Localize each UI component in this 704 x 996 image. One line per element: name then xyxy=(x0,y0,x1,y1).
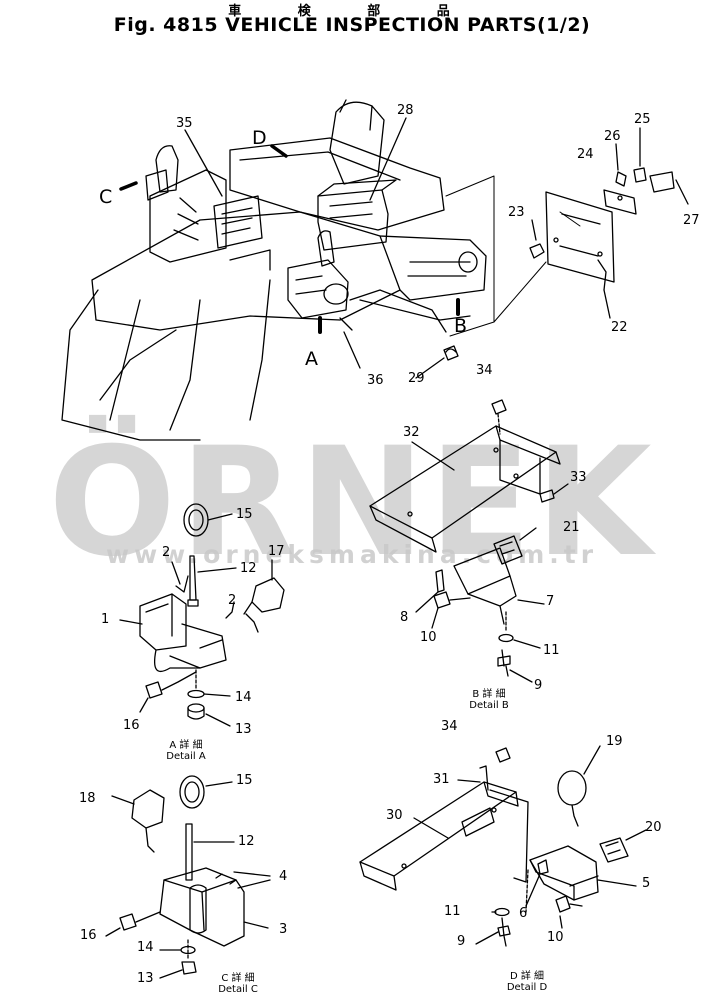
callout-d-34: 34 xyxy=(441,719,458,734)
callout-c-13: 13 xyxy=(137,971,154,986)
callout-c-16: 16 xyxy=(80,928,97,943)
figure-title: Fig. 4815 VEHICLE INSPECTION PARTS(1/2) xyxy=(113,14,591,36)
callout-d-20: 20 xyxy=(645,820,662,835)
watermark-url: www.orneksmakina.com.tr xyxy=(105,540,599,569)
callout-c-15: 15 xyxy=(236,773,253,788)
callout-c-18: 18 xyxy=(79,791,96,806)
callout-c-4: 4 xyxy=(279,869,288,884)
callout-d-9: 9 xyxy=(457,934,466,949)
callout-main-29: 29 xyxy=(408,371,425,386)
view-marker-d: D xyxy=(252,127,267,149)
detail-d-caption-jp: D 詳 細 xyxy=(509,971,545,982)
callout-c-12: 12 xyxy=(238,834,255,849)
title-japanese: 車 検 部 品 xyxy=(228,4,476,19)
callout-b-9: 9 xyxy=(534,678,543,693)
callout-b-21: 21 xyxy=(563,520,580,535)
detail-b-caption-en: Detail B xyxy=(469,700,509,711)
callout-main-35: 35 xyxy=(176,116,193,131)
callout-a-14: 14 xyxy=(235,690,252,705)
callout-d-5: 5 xyxy=(642,876,651,891)
callout-b-10: 10 xyxy=(420,630,437,645)
callout-b-34: 34 xyxy=(476,363,493,378)
callout-main-27: 27 xyxy=(683,213,700,228)
detail-c-caption-jp: C 詳 細 xyxy=(221,973,255,984)
callout-b-33: 33 xyxy=(570,470,587,485)
view-marker-c: C xyxy=(99,186,113,208)
view-marker-a: A xyxy=(305,348,318,370)
callout-d-31: 31 xyxy=(433,772,450,787)
callout-main-24: 24 xyxy=(577,147,594,162)
callout-main-23: 23 xyxy=(508,205,525,220)
callout-a-1: 1 xyxy=(101,612,110,627)
detail-d-assembly xyxy=(359,745,647,947)
callout-a-12: 12 xyxy=(240,561,257,576)
callout-d-30: 30 xyxy=(386,808,403,823)
callout-a-2-top: 2 xyxy=(162,545,171,560)
callout-a-2-mid: 2 xyxy=(228,593,237,608)
callout-main-36: 36 xyxy=(367,373,384,388)
detail-a-assembly xyxy=(119,503,285,727)
callout-main-28: 28 xyxy=(397,103,414,118)
detail-d-caption: D 詳 細 Detail D xyxy=(491,971,563,993)
detail-d-caption-en: Detail D xyxy=(506,982,548,993)
callout-b-8: 8 xyxy=(400,610,409,625)
callout-d-11: 11 xyxy=(444,904,461,919)
detail-b-caption: B 詳 細 Detail B xyxy=(453,689,525,711)
detail-b-caption-jp: B 詳 細 xyxy=(472,689,506,700)
callout-main-22: 22 xyxy=(611,320,628,335)
callout-a-16: 16 xyxy=(123,718,140,733)
callout-b-7: 7 xyxy=(546,594,555,609)
callout-c-3: 3 xyxy=(279,922,288,937)
callout-d-10: 10 xyxy=(547,930,564,945)
callout-d-19: 19 xyxy=(606,734,623,749)
watermark-text: ÖRNEK xyxy=(48,416,656,590)
detail-b-assembly xyxy=(369,399,569,683)
detail-a-caption-en: Detail A xyxy=(166,751,206,762)
callout-d-6: 6 xyxy=(519,906,528,921)
view-marker-b: B xyxy=(454,315,468,337)
detail-a-caption-jp: A 詳 細 xyxy=(169,740,203,751)
callout-a-17: 17 xyxy=(268,544,285,559)
detail-c-assembly xyxy=(105,775,271,979)
callout-b-32: 32 xyxy=(403,425,420,440)
callout-c-14: 14 xyxy=(137,940,154,955)
callout-main-26: 26 xyxy=(604,129,621,144)
vehicle-main-view xyxy=(61,99,689,441)
callout-a-15: 15 xyxy=(236,507,253,522)
detail-c-caption-en: Detail C xyxy=(218,984,258,995)
detail-c-caption: C 詳 細 Detail C xyxy=(202,973,274,995)
callout-b-11: 11 xyxy=(543,643,560,658)
callout-a-13: 13 xyxy=(235,722,252,737)
watermark-logo: ÖRNEK xyxy=(0,428,704,578)
callout-main-25: 25 xyxy=(634,112,651,127)
detail-a-caption: A 詳 細 Detail A xyxy=(150,740,222,762)
